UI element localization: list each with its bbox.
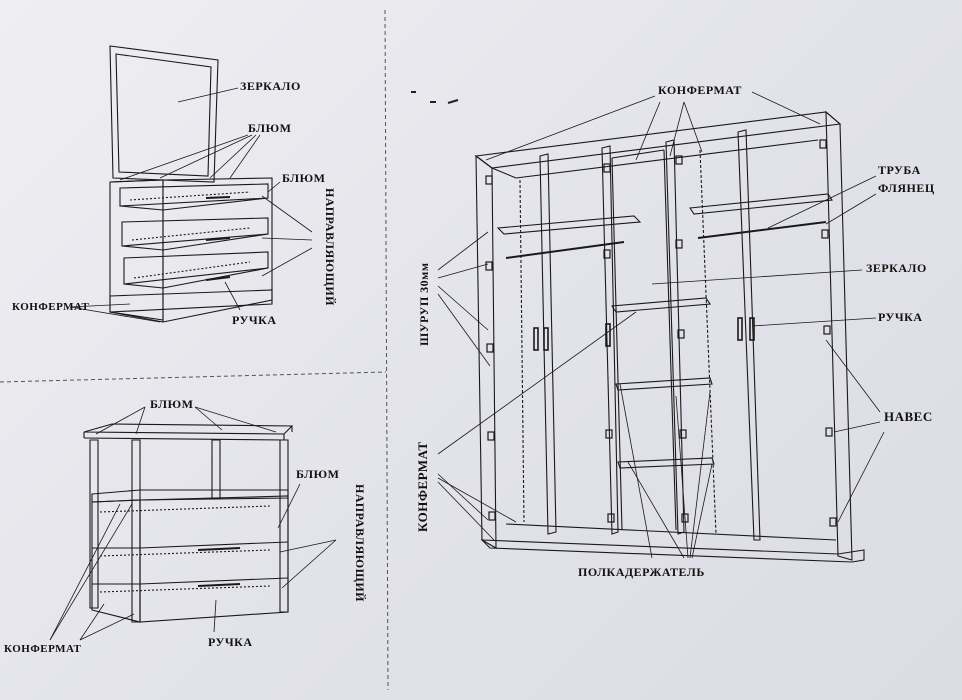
label-mirror: ЗЕРКАЛО bbox=[866, 261, 927, 275]
dresser-body-front bbox=[109, 179, 164, 321]
wardrobe-handles bbox=[533, 317, 755, 351]
label-blum: БЛЮМ bbox=[296, 467, 340, 481]
label-blum: БЛЮМ bbox=[150, 397, 194, 411]
label-konfermat: КОНФЕРМАТ bbox=[4, 643, 82, 655]
label-guides: НАПРАВЛЯЮЩИЙ bbox=[323, 188, 337, 307]
label-screw: ШУРУП 30мм bbox=[417, 262, 431, 346]
nightstand-top bbox=[83, 423, 294, 435]
label-pipe: ТРУБА bbox=[878, 163, 921, 177]
label-guides: НАПРАВЛЯЮЩИЙ bbox=[353, 484, 367, 603]
label-konfermat: КОНФЕРМАТ bbox=[658, 83, 742, 97]
nightstand-handles bbox=[197, 547, 241, 587]
nightstand-leaders bbox=[49, 406, 337, 641]
label-flange: ФЛЯНЕЦ bbox=[878, 181, 935, 195]
label-shelf-holder: ПОЛКАДЕРЖАТЕЛЬ bbox=[578, 565, 705, 579]
wardrobe-drawing bbox=[437, 91, 885, 563]
wardrobe-plinth bbox=[480, 539, 865, 563]
label-konfermat: КОНФЕРМАТ bbox=[12, 301, 90, 313]
wardrobe-doors bbox=[539, 129, 761, 541]
nightstand-drawing bbox=[49, 406, 337, 641]
label-mirror: ЗЕРКАЛО bbox=[240, 79, 301, 93]
dresser-handles bbox=[205, 196, 231, 281]
stray-marks bbox=[411, 91, 459, 104]
label-handle: РУЧКА bbox=[878, 310, 923, 324]
label-konfermat: КОНФЕРМАТ bbox=[415, 441, 430, 532]
label-blum: БЛЮМ bbox=[282, 171, 326, 185]
dresser-drawers bbox=[119, 183, 269, 289]
label-blum: БЛЮМ bbox=[248, 121, 292, 135]
dresser-mirror-glass bbox=[115, 53, 212, 177]
wardrobe-hinges bbox=[485, 139, 837, 527]
section-separators bbox=[0, 9, 389, 691]
label-handle: РУЧКА bbox=[232, 313, 277, 327]
nightstand-drawer-block bbox=[91, 499, 141, 623]
dresser-leaders bbox=[69, 87, 313, 323]
dresser-mirror-frame bbox=[109, 45, 219, 183]
wardrobe-shelves bbox=[496, 149, 837, 541]
dresser-drawing bbox=[69, 45, 313, 323]
label-handle: РУЧКА bbox=[208, 635, 253, 649]
wardrobe-leaders bbox=[437, 91, 885, 559]
label-hinge: НАВЕС bbox=[884, 409, 933, 424]
